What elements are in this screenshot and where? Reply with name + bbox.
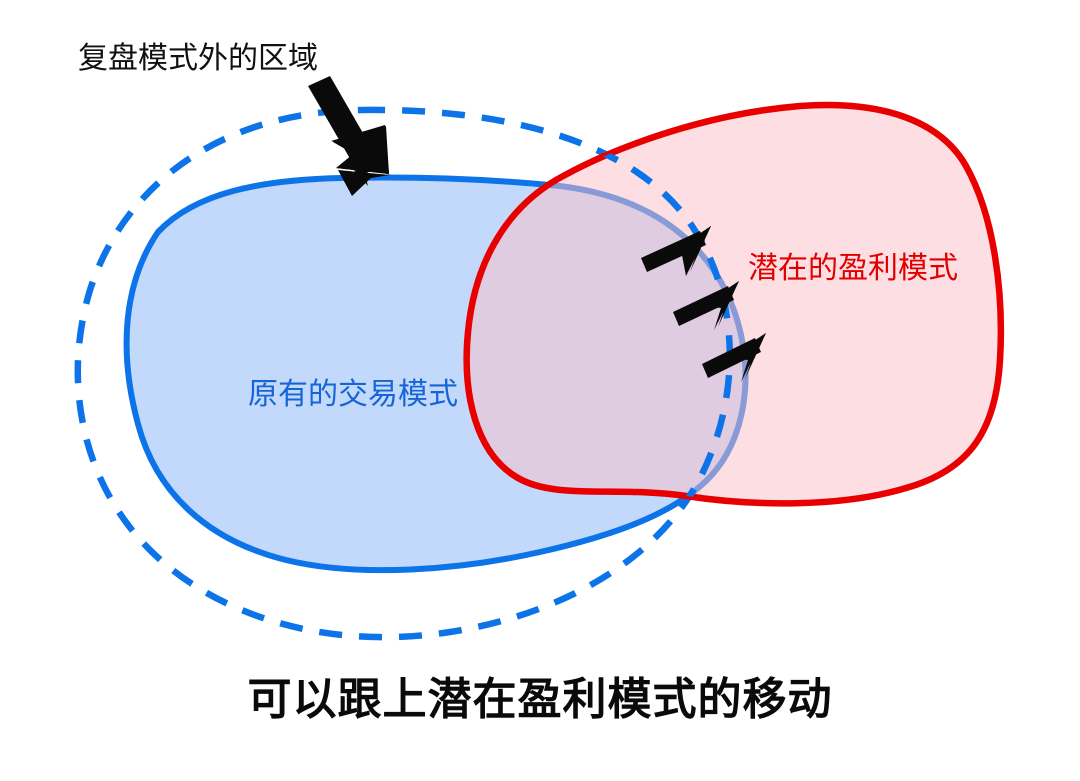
diagram-caption: 可以跟上潜在盈利模式的移动: [247, 675, 833, 724]
label-existing-pattern: 原有的交易模式: [248, 378, 458, 411]
expansion-arrow-3: [702, 333, 766, 382]
dashed-review-boundary: [74, 106, 734, 641]
red-potential-pattern-blob: [463, 101, 1005, 507]
expansion-arrow-2: [673, 281, 739, 330]
expansion-arrow-1: [641, 226, 711, 276]
label-outside-region: 复盘模式外的区域: [78, 42, 318, 75]
pointer-arrow-to-outside-region: [308, 76, 390, 196]
label-potential-pattern: 潜在的盈利模式: [748, 252, 958, 285]
